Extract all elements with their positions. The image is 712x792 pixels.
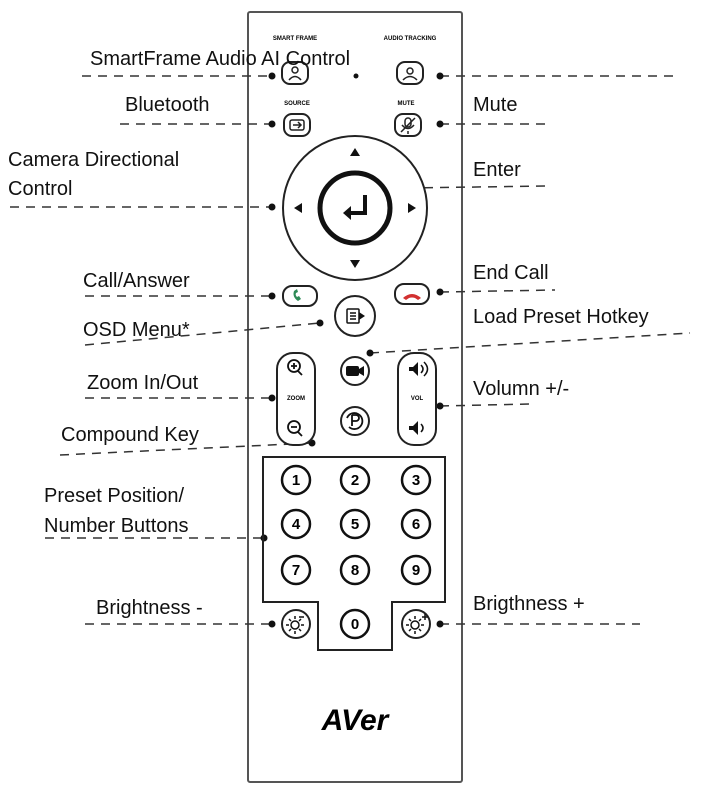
label-camera-directional: Camera Directional Control <box>8 149 180 200</box>
enter-button[interactable] <box>317 170 393 246</box>
source-icon <box>289 119 305 131</box>
number-button-9[interactable] <box>400 554 432 586</box>
enter-icon <box>349 195 367 215</box>
label-volume: Volumn +/- <box>473 378 570 400</box>
label-load-preset-hotkey: Load Preset Hotkey <box>473 306 649 328</box>
smartframe-icon <box>288 66 302 81</box>
number-button-label: 6 <box>412 516 420 533</box>
audio-tracking-icon <box>402 67 418 81</box>
number-button-label: 2 <box>351 472 359 489</box>
volume-rocker <box>397 352 437 446</box>
label-mute: Mute <box>473 94 518 116</box>
label-call-answer: Call/Answer <box>83 270 190 292</box>
number-button-6[interactable] <box>400 508 432 540</box>
vol-label: VOL <box>411 396 424 402</box>
label-smartframe-audio: SmartFrame Audio AI Control <box>90 48 351 70</box>
number-button-7[interactable] <box>280 554 312 586</box>
label-zoom: Zoom In/Out <box>87 372 199 394</box>
number-button-label: 1 <box>292 472 300 489</box>
label-bluetooth: Bluetooth <box>125 94 210 116</box>
number-button-8[interactable] <box>339 554 371 586</box>
number-button-1[interactable] <box>280 464 312 496</box>
leader-compound <box>59 442 313 456</box>
enter-arrowhead-icon <box>343 206 351 220</box>
volume-down-icon[interactable] <box>409 421 424 435</box>
arrow-right-icon[interactable] <box>408 203 416 213</box>
arrow-left-icon[interactable] <box>294 203 302 213</box>
label-enter: Enter <box>473 159 521 181</box>
menu-arrow-icon <box>359 312 365 320</box>
number-button-label: 9 <box>412 562 420 579</box>
zoom-rocker <box>276 352 316 446</box>
leader-endcall <box>439 289 556 293</box>
mic-mute-icon <box>400 117 416 134</box>
label-preset-position: Preset Position/ Number Buttons <box>44 485 189 537</box>
number-button-2[interactable] <box>339 464 371 496</box>
zoom-label: ZOOM <box>287 396 305 402</box>
mute-small-label: MUTE <box>398 101 415 107</box>
leader-dots <box>260 72 444 628</box>
number-button-label: 3 <box>412 472 420 489</box>
camera-icon <box>346 366 364 376</box>
number-button-5[interactable] <box>339 508 371 540</box>
audio-tracking-button[interactable] <box>396 61 424 85</box>
number-button-4[interactable] <box>280 508 312 540</box>
brightness-minus-icon <box>286 616 304 634</box>
zoom-out-icon[interactable] <box>287 420 303 437</box>
number-button-label: 0 <box>351 616 359 633</box>
label-osd-menu: OSD Menu* <box>83 319 190 341</box>
leader-osd <box>84 322 321 346</box>
number-pad: 1 2 3 4 5 6 7 8 9 0 <box>280 464 432 640</box>
audio-tracking-label: AUDIO TRACKING <box>384 36 437 42</box>
number-button-0[interactable] <box>339 608 371 640</box>
brightness-minus-button[interactable] <box>281 609 311 639</box>
brightness-plus-button[interactable] <box>401 609 431 639</box>
smart-frame-label: SMART FRAME <box>273 36 317 42</box>
phone-green-icon <box>293 289 301 301</box>
leader-lines <box>10 75 691 625</box>
brightness-plus-icon <box>406 614 428 634</box>
number-button-label: 5 <box>351 516 359 533</box>
zoom-in-icon[interactable] <box>287 359 303 376</box>
leader-preset-hotkey <box>369 332 691 354</box>
number-button-label: 4 <box>292 516 301 533</box>
number-button-label: 7 <box>292 562 300 579</box>
label-brightness-minus: Brightness - <box>96 597 203 619</box>
number-button-3[interactable] <box>400 464 432 496</box>
call-answer-button[interactable] <box>282 285 318 307</box>
leader-enter <box>407 185 546 189</box>
label-compound-key: Compound Key <box>61 424 199 446</box>
volume-up-icon[interactable] <box>409 361 429 377</box>
arrow-down-icon[interactable] <box>350 260 360 268</box>
brand-logo: AVer <box>321 704 391 737</box>
compound-key-icon <box>346 412 364 430</box>
number-pad-outline <box>262 456 446 651</box>
phone-red-icon <box>403 294 421 300</box>
arrow-up-icon[interactable] <box>350 148 360 156</box>
source-label: SOURCE <box>284 101 310 107</box>
label-end-call: End Call <box>473 262 549 284</box>
number-button-label: 8 <box>351 562 359 579</box>
label-brightness-plus: Brigthness + <box>473 593 585 615</box>
